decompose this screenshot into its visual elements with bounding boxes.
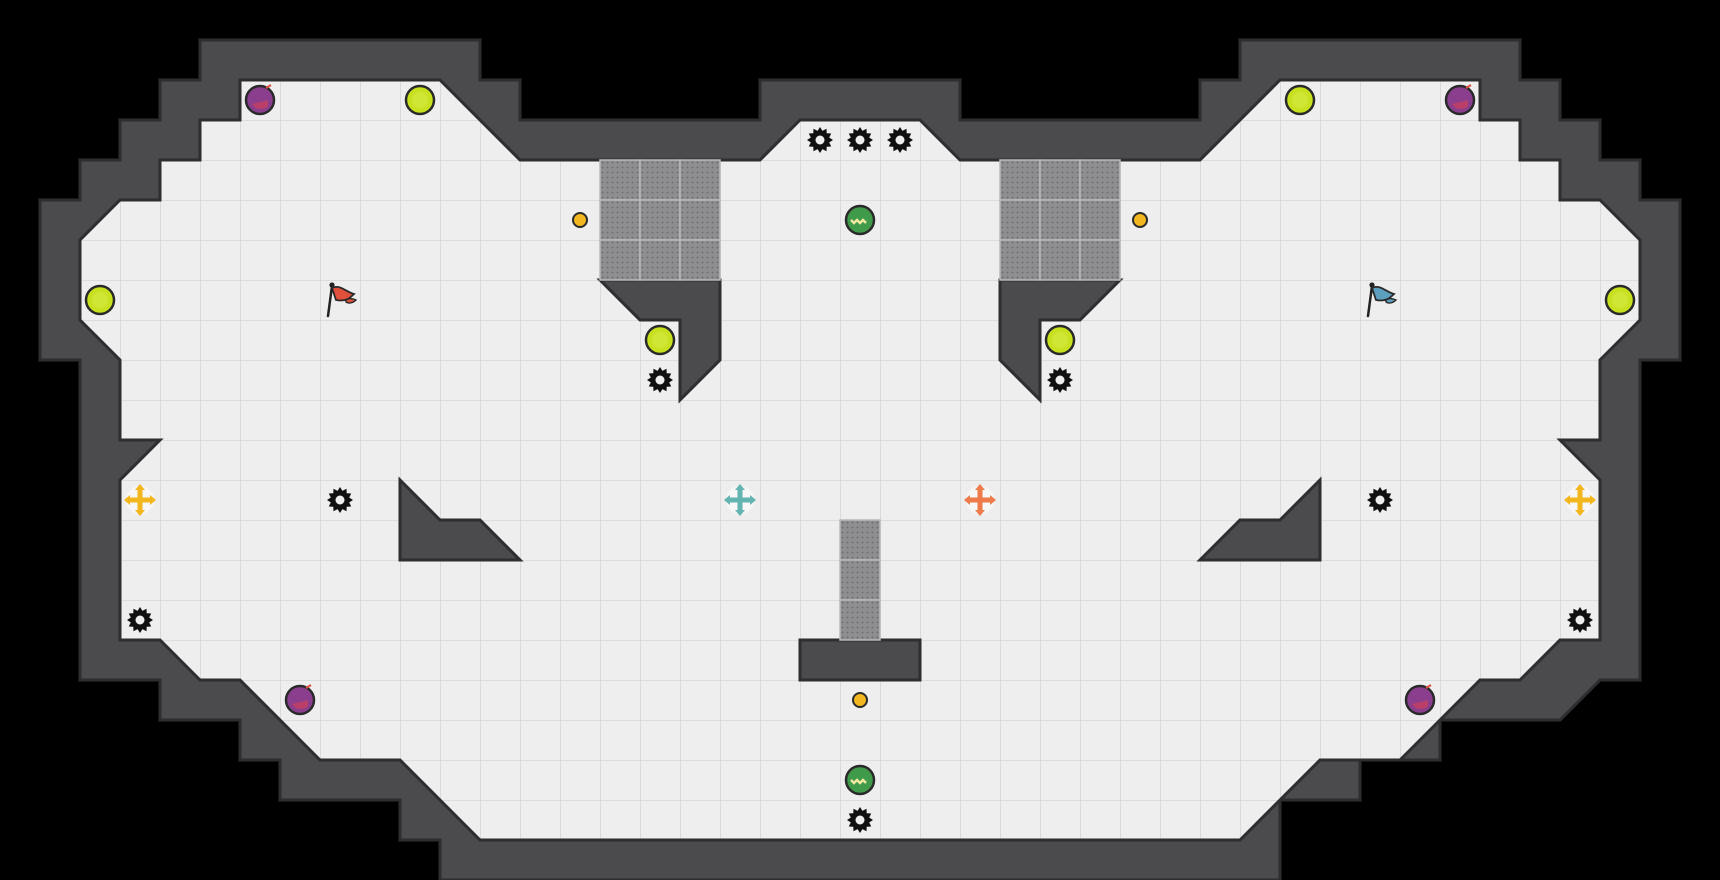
arena-floor [78,78,1642,842]
grate-tile [1079,199,1121,241]
grate-tile [599,239,641,281]
grate-tile [1079,239,1121,281]
orange-cross-arrow-icon [964,484,996,516]
saw-blade-icon [647,367,673,393]
obstacle-center-bar [798,638,922,682]
grate-tile [639,159,681,201]
grate-tile [679,199,721,241]
coin-icon [572,212,588,228]
saw-blade-icon [847,127,873,153]
striped-ball-icon [844,204,876,236]
striped-ball-icon [844,764,876,796]
yellow-cross-arrow-icon [124,484,156,516]
bomb-icon [244,84,276,116]
grate-tile [839,559,881,601]
bomb-icon [1444,84,1476,116]
grate-tile [1039,199,1081,241]
coin-icon [1132,212,1148,228]
saw-blade-icon [327,487,353,513]
bomb-icon [284,684,316,716]
grate-tile [839,599,881,641]
grates [599,159,1121,641]
grate-tile [999,199,1041,241]
saw-blade-icon [1047,367,1073,393]
grate-tile [679,159,721,201]
bomb-icon [1404,684,1436,716]
coin-icon [852,692,868,708]
grate-tile [639,239,681,281]
grate-tile [599,159,641,201]
grate-tile [999,239,1041,281]
grate-tile [1039,239,1081,281]
powerup-orb-icon [84,284,116,316]
powerup-orb-icon [1284,84,1316,116]
grate-tile [1079,159,1121,201]
saw-blade-icon [1367,487,1393,513]
yellow-cross-arrow-icon [1564,484,1596,516]
powerup-orb-icon [404,84,436,116]
grate-tile [839,519,881,561]
obstacle-right-triangle [1196,476,1322,562]
items [84,84,1636,833]
grate-tile [599,199,641,241]
saw-blade-icon [887,127,913,153]
grate-tile [999,159,1041,201]
saw-blade-icon [1567,607,1593,633]
blue-flag-icon [1366,282,1398,318]
grate-tile [1039,159,1081,201]
saw-blade-icon [807,127,833,153]
grate-tile [679,239,721,281]
saw-blade-icon [127,607,153,633]
powerup-orb-icon [1604,284,1636,316]
grate-tile [639,199,681,241]
red-flag-icon [326,282,358,318]
teal-cross-arrow-icon [724,484,756,516]
powerup-orb-icon [644,324,676,356]
saw-blade-icon [847,807,873,833]
powerup-orb-icon [1044,324,1076,356]
obstacle-left-triangle [398,476,524,562]
